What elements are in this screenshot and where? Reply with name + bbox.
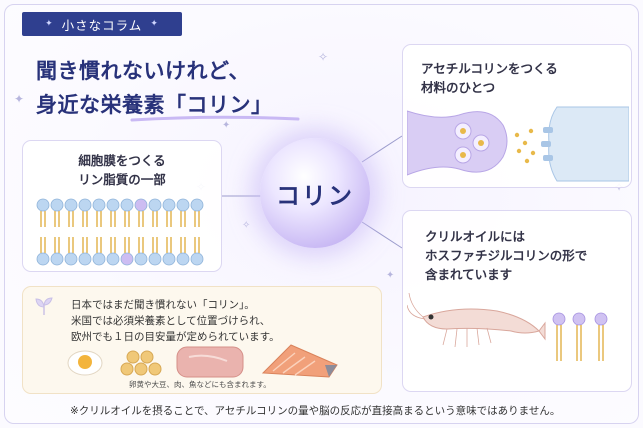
- choline-orb: コリン: [260, 138, 370, 248]
- cell-membrane-card: 細胞膜をつくる リン脂質の一部: [22, 140, 222, 272]
- acetylcholine-line-2: 材料のひとつ: [421, 80, 496, 95]
- sparkle-icon: ✦: [222, 120, 231, 131]
- krill-oil-card: クリルオイルには ホスファチジルコリンの形で 含まれています: [402, 210, 632, 392]
- sparkle-icon: ✦: [150, 19, 159, 29]
- krill-icon: [407, 292, 546, 348]
- phospholipid-icon: [552, 312, 608, 361]
- soybean-icon: [120, 350, 162, 376]
- column-tag-label: 小さなコラム: [61, 17, 143, 33]
- choline-label: コリン: [276, 181, 354, 210]
- note-card: 日本ではまだ聞き慣れない「コリン」。 米国では必須栄養素として位置づけられ、 欧…: [22, 286, 382, 394]
- cell-membrane-text: 細胞膜をつくる リン脂質の一部: [23, 151, 221, 189]
- cell-membrane-line-2: リン脂質の一部: [78, 172, 166, 187]
- krill-oil-line-3: 含まれています: [425, 267, 513, 282]
- phospholipid-bilayer-icon: [36, 198, 204, 266]
- neuron-synapse-icon: [407, 106, 629, 182]
- title-line-1: 聞き慣れないけれど、: [36, 59, 250, 83]
- sparkle-icon: ✧: [318, 50, 329, 64]
- cell-membrane-line-1: 細胞膜をつくる: [78, 153, 166, 168]
- column-tag: ✦ 小さなコラム ✦: [22, 12, 182, 36]
- acetylcholine-card: アセチルコリンをつくる 材料のひとつ: [402, 44, 632, 188]
- title-line-2: 身近な栄養素「コリン」: [36, 93, 273, 117]
- sprout-icon: [35, 297, 53, 315]
- krill-oil-line-2: ホスファチジルコリンの形で: [425, 248, 588, 263]
- sparkle-icon: ✦: [386, 270, 395, 281]
- krill-oil-text: クリルオイルには ホスファチジルコリンの形で 含まれています: [425, 227, 587, 284]
- egg-icon: [67, 350, 103, 376]
- note-line-2: 米国では必須栄養素として位置づけられ、: [71, 315, 271, 327]
- sparkle-icon: ✦: [45, 19, 54, 29]
- krill-oil-line-1: クリルオイルには: [425, 229, 526, 244]
- acetylcholine-text: アセチルコリンをつくる 材料のひとつ: [421, 59, 558, 97]
- note-line-1: 日本ではまだ聞き慣れない「コリン」。: [71, 299, 255, 311]
- footnote: ※クリルオイルを摂ることで、アセチルコリンの量や脳の反応が直接高まるという意味で…: [70, 405, 561, 417]
- sparkle-icon: ✦: [14, 92, 25, 106]
- food-caption: 卵黄や大豆、肉、魚などにも含まれます。: [129, 380, 271, 389]
- title-underline: [130, 115, 300, 122]
- meat-icon: [176, 346, 244, 378]
- page-title: 聞き慣れないけれど、 身近な栄養素「コリン」: [36, 54, 273, 122]
- note-text: 日本ではまだ聞き慣れない「コリン」。 米国では必須栄養素として位置づけられ、 欧…: [71, 297, 280, 345]
- foods-illustration: [67, 344, 338, 378]
- note-line-3: 欧州でも１日の目安量が定められています。: [71, 331, 280, 343]
- acetylcholine-line-1: アセチルコリンをつくる: [421, 61, 558, 76]
- sparkle-icon: ✧: [242, 220, 251, 231]
- salmon-icon: [261, 344, 338, 378]
